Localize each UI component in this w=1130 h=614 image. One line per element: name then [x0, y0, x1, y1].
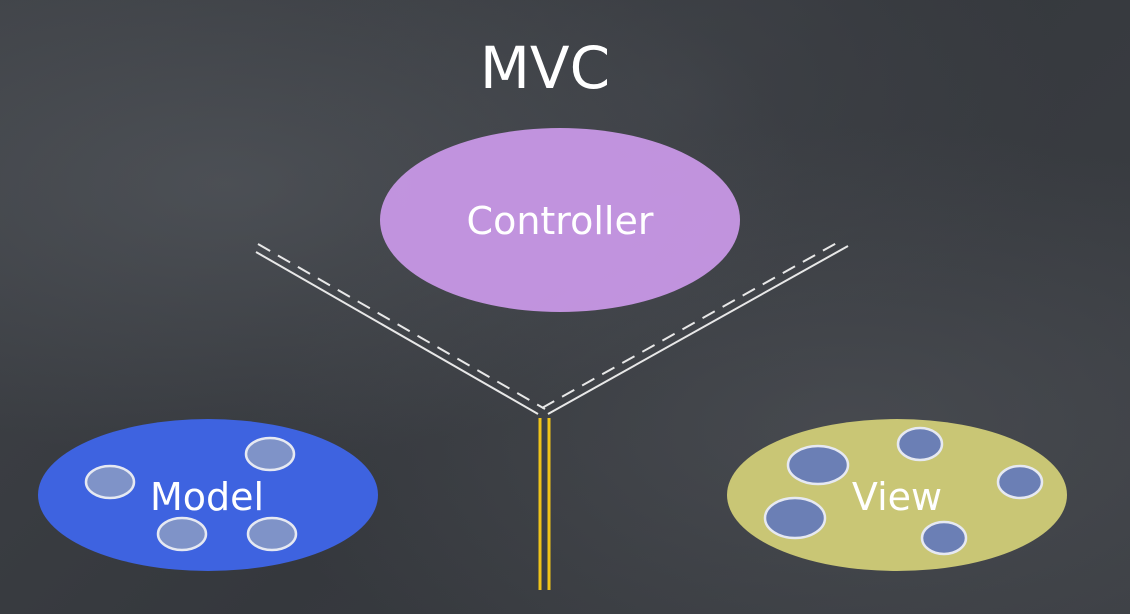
view-sub-object — [920, 520, 968, 556]
controller-label: Controller — [467, 199, 654, 243]
divider-vertical-double-line — [538, 418, 551, 590]
controller-node: Controller — [380, 128, 740, 312]
divider-right — [541, 239, 849, 415]
divider-left-solid — [255, 251, 539, 415]
model-node: Model — [38, 419, 378, 571]
controller-ellipse — [380, 128, 740, 312]
diagram-title: MVC — [480, 34, 610, 102]
model-sub-object — [246, 516, 298, 552]
divider-left-dashed — [257, 243, 546, 410]
divider-right-dashed — [541, 239, 843, 409]
divider-right-solid — [547, 245, 849, 415]
model-sub-object — [244, 436, 296, 472]
model-sub-object — [156, 516, 208, 552]
model-label: Model — [150, 475, 264, 519]
view-sub-object — [763, 496, 827, 540]
view-sub-object — [996, 464, 1044, 500]
view-node: View — [727, 419, 1067, 571]
model-sub-object — [84, 464, 136, 500]
divider-left — [255, 243, 546, 415]
view-sub-object — [896, 426, 944, 462]
view-label: View — [852, 475, 942, 519]
view-sub-object — [786, 444, 850, 486]
